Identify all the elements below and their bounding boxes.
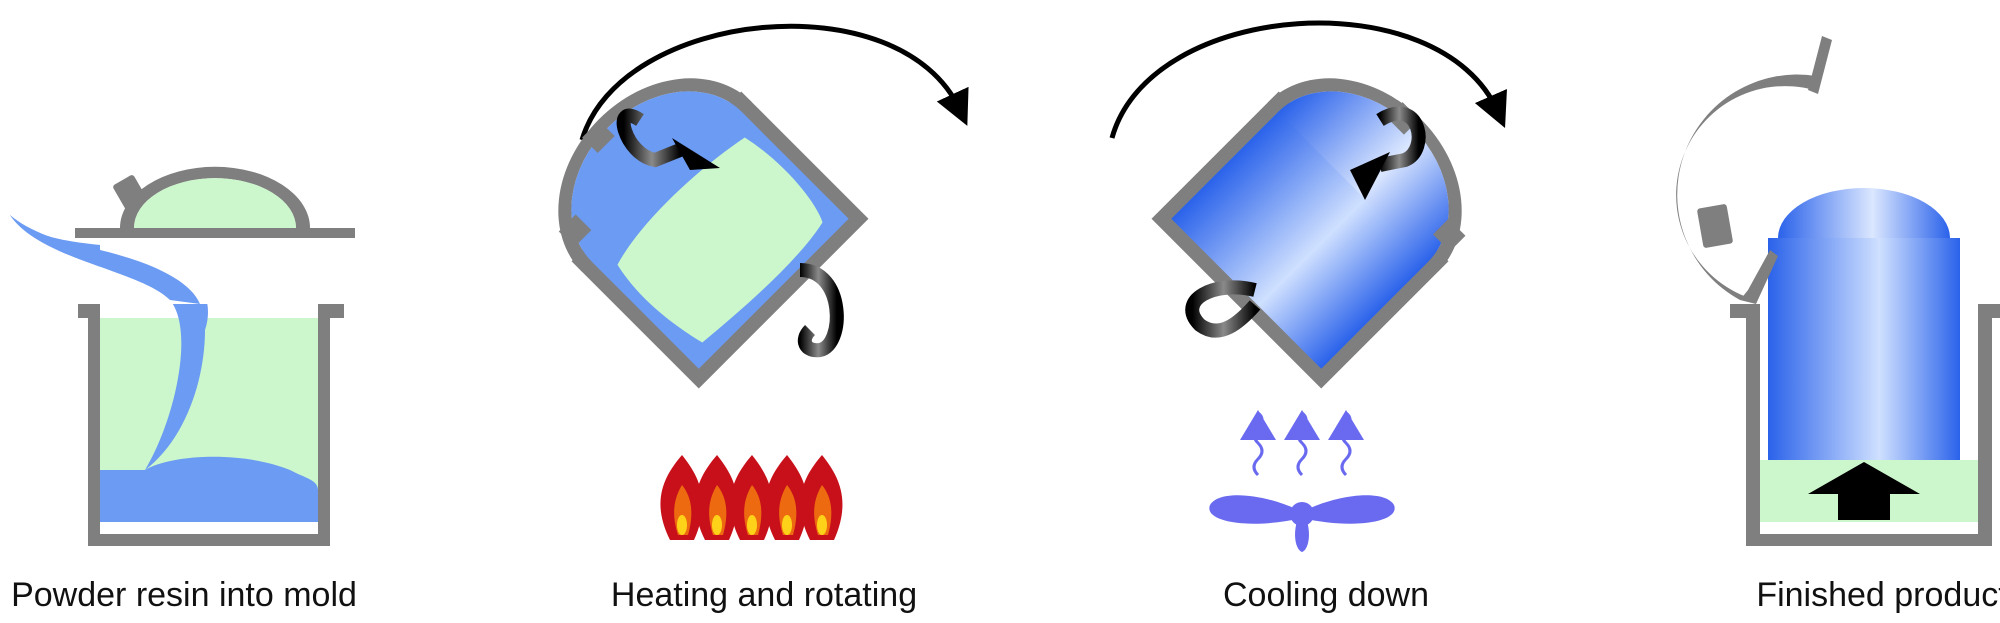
flame-icon: [660, 455, 843, 540]
rotation-arrow-icon: [1109, 20, 1507, 139]
rotation-loop-icon: [797, 263, 844, 358]
rotation-loop-icon: [1185, 280, 1261, 338]
rotation-loop-icon: [616, 108, 683, 168]
rotating-mold: [558, 78, 869, 389]
step-4-finished: [1676, 36, 2000, 546]
push-up-arrow-icon: [1808, 462, 1920, 520]
rotation-arrow-icon: [579, 23, 969, 141]
finished-product-cap: [1778, 188, 1950, 238]
step-3-cooling: [1109, 20, 1507, 552]
step-4-caption: Finished product: [1756, 576, 2000, 614]
finished-product: [1768, 238, 1960, 460]
mold-lid-dome: [120, 166, 310, 228]
step-3-caption: Cooling down: [1222, 576, 1430, 614]
mold-lid-plate: [75, 228, 355, 238]
rotation-loop-icon: [1376, 106, 1426, 172]
fan-icon: [1209, 495, 1395, 552]
step-2-caption: Heating and rotating: [610, 576, 918, 614]
mold-box: [1730, 304, 2000, 546]
step-1-mold-filling: [10, 166, 355, 546]
step-2-heating: [558, 23, 969, 540]
step-1-caption: Powder resin into mold: [11, 576, 357, 614]
